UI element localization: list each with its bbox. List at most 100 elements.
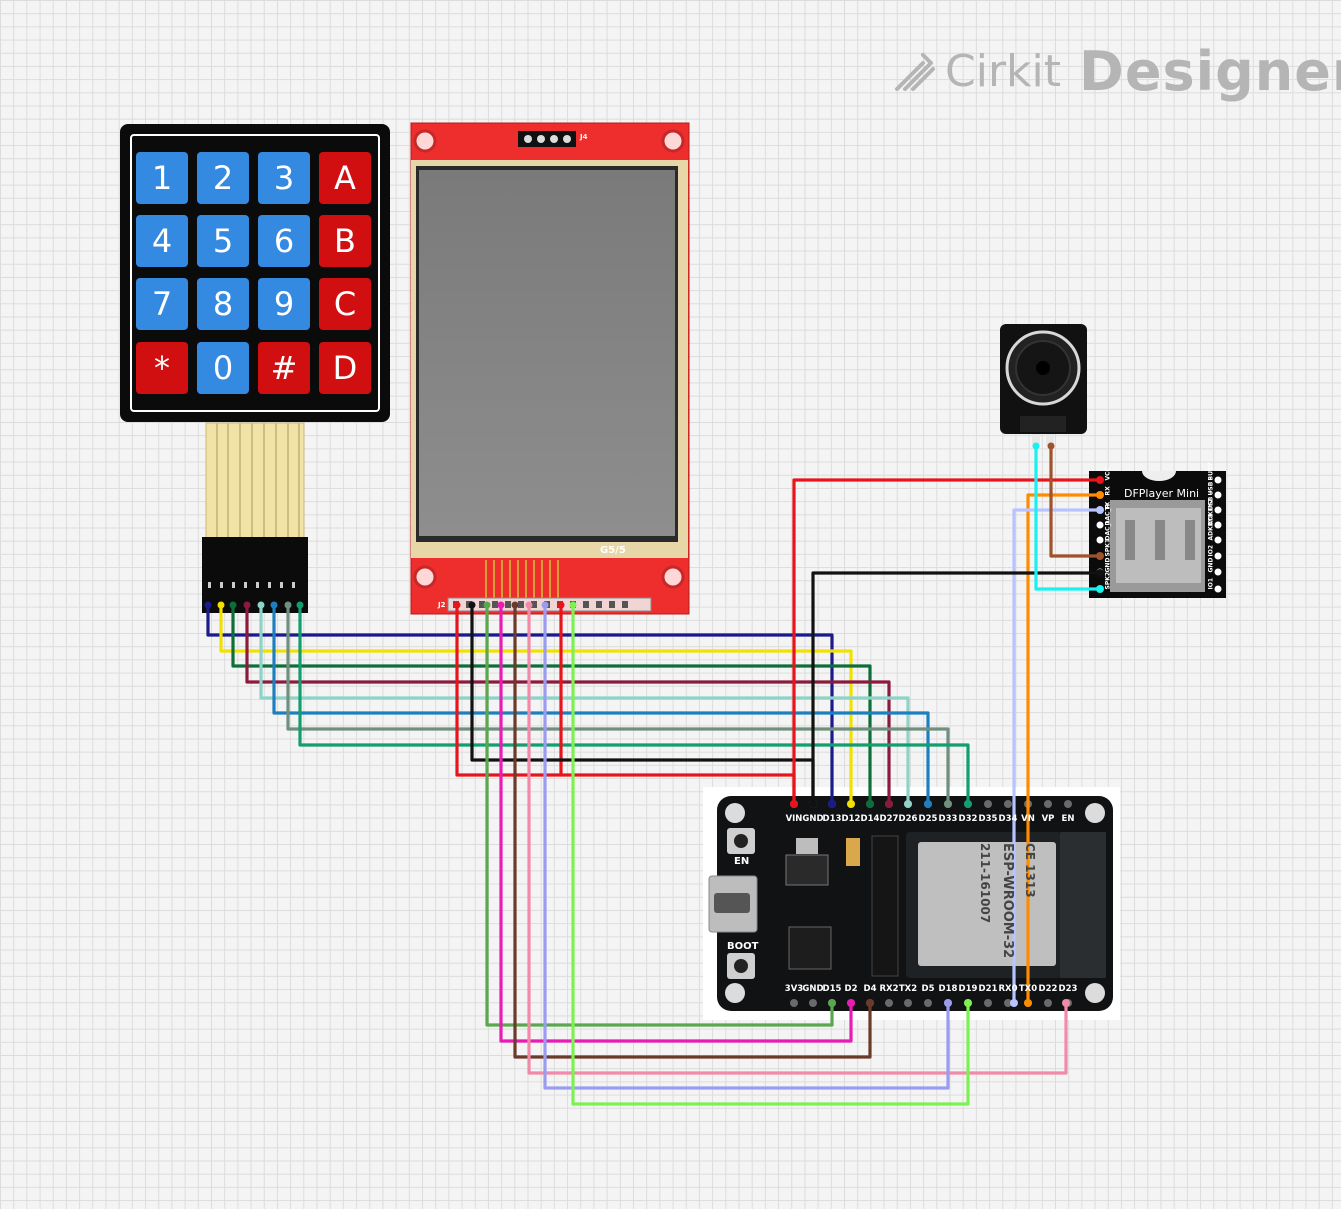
esp32-pin-top-d34: D34 (998, 814, 1018, 824)
speaker (1000, 324, 1087, 446)
tft-mount-hole-tl (413, 129, 437, 153)
esp32-pin-bottom-d21: D21 (978, 984, 998, 994)
wire-dfplayer-gnd (811, 571, 1102, 806)
wire-tft-dc-d4 (513, 603, 872, 1059)
keypad-frame (130, 134, 380, 412)
dfplayer-pin-right-7: IO1 (1207, 577, 1215, 590)
esp32-pin-top-d12: D12 (841, 814, 861, 824)
wire-keypad-r1-d13 (206, 603, 834, 806)
dfplayer-pin-right-4: ADKEY1 (1207, 513, 1215, 541)
esp32-pin-top-d35: D35 (978, 814, 998, 824)
esp32-pin-top-d14: D14 (860, 814, 880, 824)
dfplayer-pin-left-4: DAC_L (1104, 519, 1112, 541)
dfplayer-pin-left-1: RX (1104, 486, 1112, 496)
esp32-pin-top-d32: D32 (958, 814, 978, 824)
keypad-key-0[interactable]: 0 (197, 342, 249, 394)
esp32-pin-bottom-rx0: RX0 (998, 984, 1018, 994)
wire-tft-reset-d2 (499, 603, 853, 1043)
esp32-pin-bottom-gnd: GND (802, 984, 824, 994)
esp32-pin-bottom-d5: D5 (921, 984, 935, 994)
esp32-devkit-board (703, 787, 1120, 1020)
keypad-key-4[interactable]: 4 (136, 215, 188, 267)
esp32-pin-top-vin: VIN (785, 814, 803, 824)
wire-speaker-spk1 (1049, 444, 1102, 558)
dfplayer-pin-left-6: GND (1104, 557, 1112, 573)
keypad-ribbon-cable (202, 422, 308, 613)
dfplayer-pin-left-7: SPK2 (1104, 571, 1112, 590)
keypad-key-8[interactable]: 8 (197, 278, 249, 330)
esp32-pin-top-d25: D25 (918, 814, 938, 824)
esp32-pin-bottom-tx2: TX2 (898, 984, 918, 994)
esp32-pin-bottom-d15: D15 (822, 984, 842, 994)
esp32-pin-bottom-d2: D2 (844, 984, 858, 994)
tft-mount-hole-bl (413, 565, 437, 589)
esp32-pin-top-vp: VP (1041, 814, 1055, 824)
esp32-pin-top-d13: D13 (822, 814, 842, 824)
esp32-pin-bottom-d19: D19 (958, 984, 978, 994)
tft-mount-hole-br (661, 565, 685, 589)
tft-mount-hole-tr (661, 129, 685, 153)
esp32-pin-top-en: EN (1061, 814, 1075, 824)
keypad-key-3[interactable]: 3 (258, 152, 310, 204)
tft-top-connector-label: J4 (580, 133, 588, 141)
keypad-key-1[interactable]: 1 (136, 152, 188, 204)
brand-logo: Cirkit Designer (893, 40, 1341, 103)
esp-module-text-line: ESP-WROOM-32 (1000, 843, 1015, 959)
dfplayer-pin-right-6: GND (1207, 557, 1215, 573)
esp32-pin-top-vn: VN (1021, 814, 1035, 824)
wire-dfplayer-tx-rx0 (1012, 508, 1102, 1005)
tft-model-label: G5/5 (600, 545, 626, 556)
keypad-key-6[interactable]: 6 (258, 215, 310, 267)
esp32-pin-bottom-tx0: TX0 (1018, 984, 1038, 994)
tft-display-module (410, 122, 690, 615)
dfplayer-title: DFPlayer Mini (1124, 487, 1200, 500)
keypad-key-9[interactable]: 9 (258, 278, 310, 330)
pencil-logo-icon (895, 53, 935, 91)
wire-dfplayer-vcc-vin (792, 478, 1102, 806)
keypad-key-star[interactable]: * (136, 342, 188, 394)
keypad-key-5[interactable]: 5 (197, 215, 249, 267)
en-button-label: EN (734, 856, 750, 867)
esp32-pin-top-gnd: GND (802, 814, 824, 824)
wire-tft-miso-d19 (571, 603, 970, 1106)
dfplayer-pin-right-5: IO2 (1207, 544, 1215, 557)
wire-tft-cs-d15 (485, 603, 834, 1027)
esp-wroom-module-text: CE 1313 ESP-WROOM-32 211-161007 (935, 843, 1045, 963)
dfplayer-mini-module (1089, 471, 1226, 598)
wire-dfplayer-rx-tx0 (1026, 493, 1102, 1005)
keypad-key-hash[interactable]: # (258, 342, 310, 394)
esp32-pin-bottom-rx2: RX2 (879, 984, 899, 994)
keypad-key-d[interactable]: D (319, 342, 371, 394)
esp32-pin-top-d26: D26 (898, 814, 918, 824)
wire-speaker-spk2 (1034, 444, 1102, 591)
keypad-key-a[interactable]: A (319, 152, 371, 204)
wire-keypad-c1-d26 (259, 603, 910, 806)
keypad-key-b[interactable]: B (319, 215, 371, 267)
keypad-key-2[interactable]: 2 (197, 152, 249, 204)
wire-keypad-c4-d32 (298, 603, 970, 806)
keypad-key-c[interactable]: C (319, 278, 371, 330)
wire-tft-mosi-d23 (527, 603, 1068, 1075)
wires (206, 444, 1102, 1106)
wire-keypad-c3-d33 (286, 603, 950, 806)
wire-keypad-r4-d27 (245, 603, 891, 806)
tft-bottom-connector-label: J2 (438, 601, 446, 609)
dfplayer-pin-left-0: VCC (1104, 467, 1112, 481)
esp32-pin-bottom-d22: D22 (1038, 984, 1058, 994)
esp32-pin-top-d33: D33 (938, 814, 958, 824)
esp-module-text-line: CE 1313 (1023, 843, 1037, 898)
wire-tft-sck-d18 (543, 603, 950, 1090)
esp32-pin-bottom-d18: D18 (938, 984, 958, 994)
wire-keypad-c2-d25 (272, 603, 930, 806)
esp32-pin-bottom-d23: D23 (1058, 984, 1078, 994)
wire-endpoints (204, 442, 1104, 1007)
keypad-key-7[interactable]: 7 (136, 278, 188, 330)
dfplayer-pin-left-5: SPK1 (1104, 538, 1112, 557)
esp32-pin-bottom-d4: D4 (863, 984, 877, 994)
esp-module-text-line: 211-161007 (978, 843, 992, 924)
wire-keypad-r3-d14 (231, 603, 872, 806)
esp32-pin-bottom-3v3: 3V3 (784, 984, 804, 994)
